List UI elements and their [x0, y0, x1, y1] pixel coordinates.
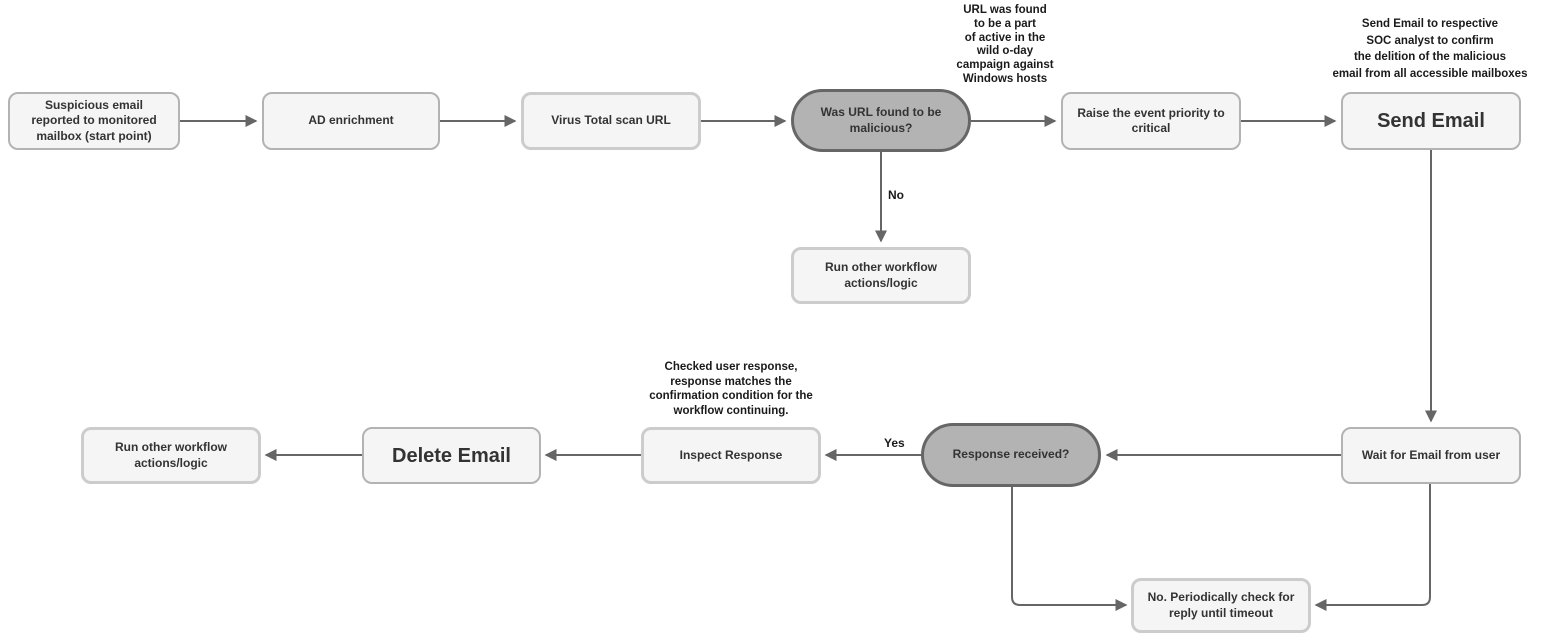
node-periodic-check[interactable]: No. Periodically check for reply until t… [1131, 578, 1311, 633]
node-decision-response-received[interactable]: Response received? [921, 423, 1101, 487]
node-raise-priority[interactable]: Raise the event priority to critical [1061, 92, 1241, 150]
node-ad-enrichment[interactable]: AD enrichment [262, 92, 440, 150]
node-decision-url-malicious[interactable]: Was URL found to be malicious? [791, 89, 971, 152]
edge-wait-email-to-periodic-check [1314, 483, 1431, 611]
node-run-other-workflow-bottom[interactable]: Run other workflow actions/logic [81, 427, 261, 484]
node-inspect-response[interactable]: Inspect Response [641, 427, 821, 484]
edge-response-received-to-periodic-check [1011, 487, 1128, 611]
edge-label-yes: Yes [884, 436, 905, 450]
node-send-email[interactable]: Send Email [1341, 92, 1521, 150]
node-run-other-workflow-top[interactable]: Run other workflow actions/logic [791, 247, 971, 304]
annotation-send-email-note: Send Email to respective SOC analyst to … [1332, 18, 1528, 80]
node-delete-email[interactable]: Delete Email [362, 427, 541, 484]
annotation-zero-day-campaign: URL was found to be a part of active in … [956, 4, 1054, 85]
node-wait-for-email[interactable]: Wait for Email from user [1341, 427, 1521, 484]
node-start[interactable]: Suspicious email reported to monitored m… [8, 92, 180, 150]
annotation-inspect-response-note: Checked user response, response matches … [649, 361, 813, 418]
node-virus-total-scan[interactable]: Virus Total scan URL [521, 92, 701, 150]
edge-label-no: No [888, 188, 904, 202]
